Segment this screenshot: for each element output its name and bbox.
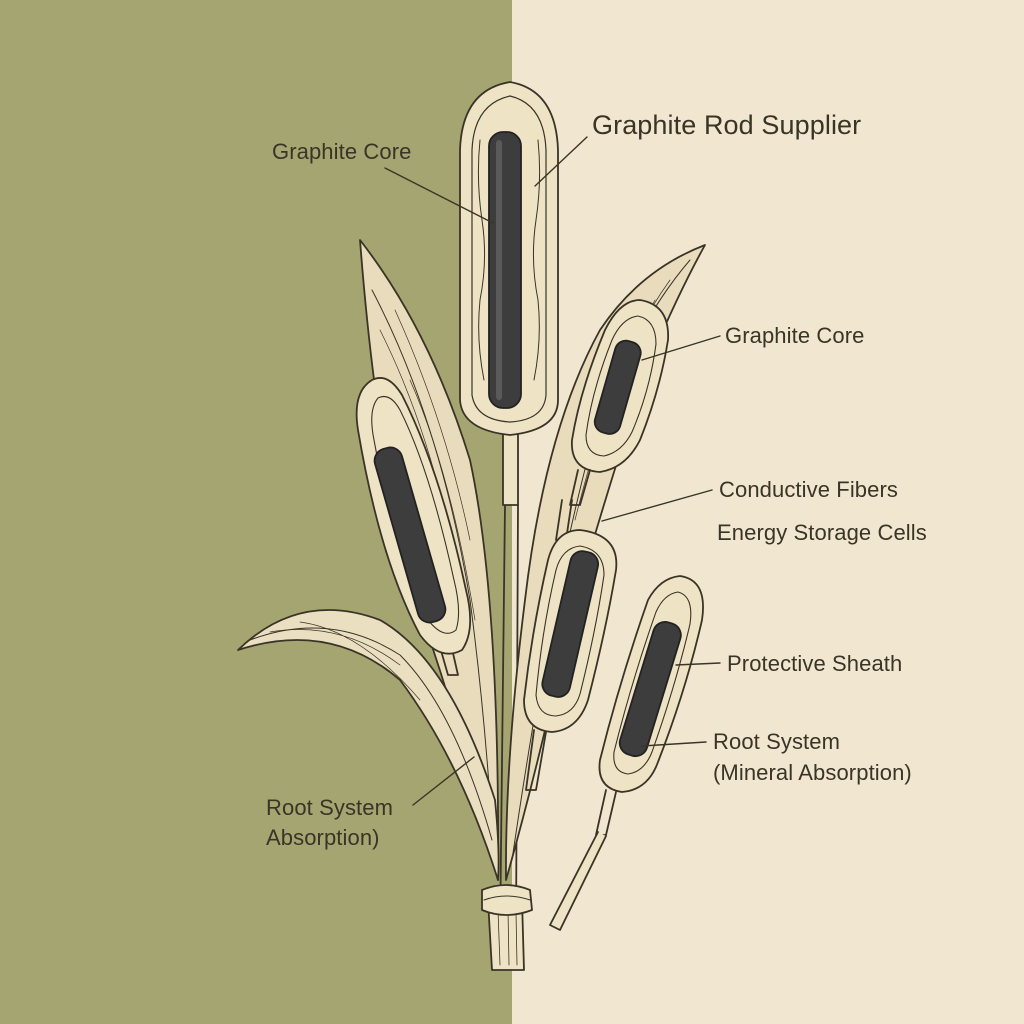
protective-sheath-label: Protective Sheath — [727, 651, 903, 676]
stalk-base — [487, 899, 525, 971]
graphite-core-top-label: Graphite Core — [272, 139, 412, 164]
leader-root-system-left — [412, 756, 475, 806]
left-curled-leaf-vein — [249, 627, 493, 841]
stalk-base-texture — [497, 909, 518, 966]
top-pod-stem — [502, 419, 519, 506]
graphite-core-right-label: Graphite Core — [725, 323, 865, 348]
top-pod-wavy-left — [477, 139, 486, 381]
top-pod-rod — [488, 131, 522, 409]
lower-right-pod-stem — [595, 789, 617, 836]
leader-graphite-core-right — [641, 335, 721, 361]
root-system-left-label-line1: Root System — [266, 795, 394, 820]
energy-storage-cells-label: Energy Storage Cells — [717, 520, 927, 545]
left-pod-rod — [373, 446, 447, 624]
right-upper-pod-inner — [585, 315, 657, 457]
right-upper-pod-rod — [593, 339, 642, 435]
right-upper-pod-stem — [569, 469, 591, 506]
title-label: Graphite Rod Supplier — [592, 110, 862, 140]
left-curled-leaf-texture — [269, 621, 421, 701]
top-pod-rod-shine — [496, 140, 502, 400]
middle-right-pod-rod — [541, 550, 600, 698]
left-curled-leaf — [237, 609, 500, 881]
stalk-binding-band — [483, 895, 531, 901]
top-pod-wavy-right — [532, 139, 541, 381]
lower-right-pod-stalk — [549, 831, 607, 931]
middle-right-pod-inner — [535, 545, 605, 717]
leader-protective-sheath — [675, 662, 721, 666]
lower-right-pod-rod — [618, 621, 682, 758]
root-system-left-label-line2: Absorption) — [266, 825, 380, 850]
lower-right-pod-inner — [613, 591, 692, 775]
top-pod-inner — [471, 95, 547, 423]
leader-root-system-right — [641, 741, 707, 747]
middle-right-pod-stem — [525, 729, 547, 791]
leader-graphite-core-top — [384, 167, 494, 224]
leader-conductive-fibers — [601, 489, 713, 522]
conductive-fibers-label: Conductive Fibers — [719, 477, 898, 502]
left-pod-stem — [437, 639, 459, 676]
stalk-binding — [481, 884, 533, 916]
root-system-right-label-line2: (Mineral Absorption) — [713, 760, 912, 785]
left-blade-vein — [371, 289, 495, 861]
root-system-right-label-line1: Root System — [713, 729, 841, 754]
leader-title — [534, 136, 588, 187]
